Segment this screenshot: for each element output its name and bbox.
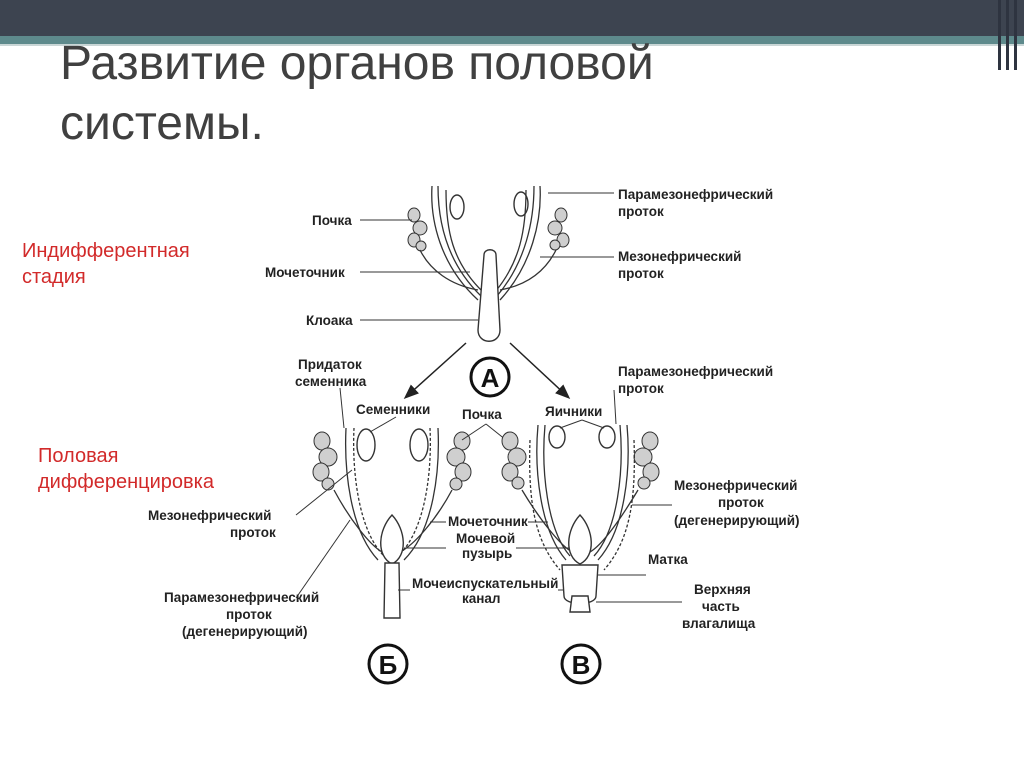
bladder-b (380, 513, 404, 565)
label-paramesonephric-v-1: Парамезонефрический (618, 364, 773, 379)
kidney-right-b (446, 431, 472, 491)
diagram-a: Почка Мочеточник Клоака Парамезонефричес… (265, 185, 773, 400)
gonad-left-a (449, 194, 465, 220)
ovary-left (548, 425, 566, 449)
stage-diff-line-2: дифференцировка (38, 471, 214, 493)
label-paramesonephric-b-2: проток (226, 607, 272, 622)
header-bar (0, 0, 1024, 36)
label-mesonephric-v-3: (дегенерирующий) (674, 513, 800, 528)
ovary-right (598, 425, 616, 449)
label-uterus: Матка (648, 552, 688, 567)
marker-b: Б (379, 650, 398, 680)
title-line-1: Развитие органов половой (60, 37, 654, 90)
label-vagina-2: часть (702, 599, 740, 614)
label-mesonephric-v-1: Мезонефрический (674, 478, 797, 493)
urethra-b (383, 562, 401, 619)
label-mesonephric-a-2: проток (618, 266, 664, 281)
testis-right (409, 428, 429, 462)
label-vagina-3: влагалища (682, 616, 756, 631)
label-mesonephric-v-2: проток (718, 495, 764, 510)
label-vagina-1: Верхняя (694, 582, 751, 597)
cloaca-shape (477, 249, 501, 342)
label-paramesonephric-a-1: Парамезонефрический (618, 187, 773, 202)
slide-title: Развитие органов половой системы. (60, 34, 654, 154)
title-line-2: системы. (60, 97, 264, 150)
label-ureter-a: Мочеточник (265, 265, 345, 280)
stage-differentiation: Половая дифференцировка (38, 443, 214, 495)
label-ovaries: Яичники (545, 404, 602, 419)
gonad-right-a (513, 191, 529, 217)
label-kidney-a: Почка (312, 213, 352, 228)
label-urethra-1: Мочеиспускательный (412, 576, 558, 591)
kidney-left-b (312, 431, 338, 491)
kidney-left-v (501, 431, 527, 490)
stage-indifferent-line-1: Индифферентная (22, 240, 190, 262)
kidney-right-v (633, 431, 660, 490)
testis-left (356, 428, 376, 462)
label-ureter-center: Мочеточник (448, 514, 528, 529)
label-paramesonephric-b-1: Парамезонефрический (164, 590, 319, 605)
label-bladder-1: Мочевой (456, 531, 515, 546)
vaginal-opening (569, 595, 591, 613)
arrow-to-male (403, 342, 467, 400)
marker-v-circle (560, 643, 602, 685)
label-epididymis-1: Придаток (298, 357, 362, 372)
diagram-b: Придаток семенника Семенники Мезонефриче… (148, 357, 472, 685)
kidney-right-a (547, 207, 570, 251)
label-mesonephric-a-1: Мезонефрический (618, 249, 741, 264)
marker-b-circle (367, 643, 409, 685)
bladder-v (568, 513, 592, 565)
label-mesonephric-b-1: Мезонефрический (148, 508, 271, 523)
label-mesonephric-b-2: проток (230, 525, 276, 540)
arrow-to-female (509, 342, 571, 400)
header-stripe (0, 36, 1024, 44)
corner-decoration (994, 0, 1024, 70)
kidney-left-a (407, 207, 428, 252)
marker-v: В (572, 650, 591, 680)
label-cloaca: Клоака (306, 313, 353, 328)
label-bladder-2: пузырь (462, 546, 512, 561)
label-epididymis-2: семенника (295, 374, 367, 389)
label-paramesonephric-v-2: проток (618, 381, 664, 396)
stage-indifferent: Индифферентная стадия (22, 238, 190, 290)
stage-diff-line-1: Половая (38, 445, 119, 467)
stage-indifferent-line-2: стадия (22, 266, 86, 288)
label-urethra-2: канал (462, 591, 501, 606)
marker-a-circle (469, 356, 511, 398)
label-kidney-center: Почка (462, 407, 502, 422)
label-paramesonephric-b-3: (дегенерирующий) (182, 624, 308, 639)
label-testes: Семенники (356, 402, 430, 417)
header-line (0, 44, 1024, 46)
marker-a: А (481, 363, 500, 393)
diagram-v: Парамезонефрический проток Яичники Мезон… (501, 364, 800, 685)
label-paramesonephric-a-2: проток (618, 204, 664, 219)
